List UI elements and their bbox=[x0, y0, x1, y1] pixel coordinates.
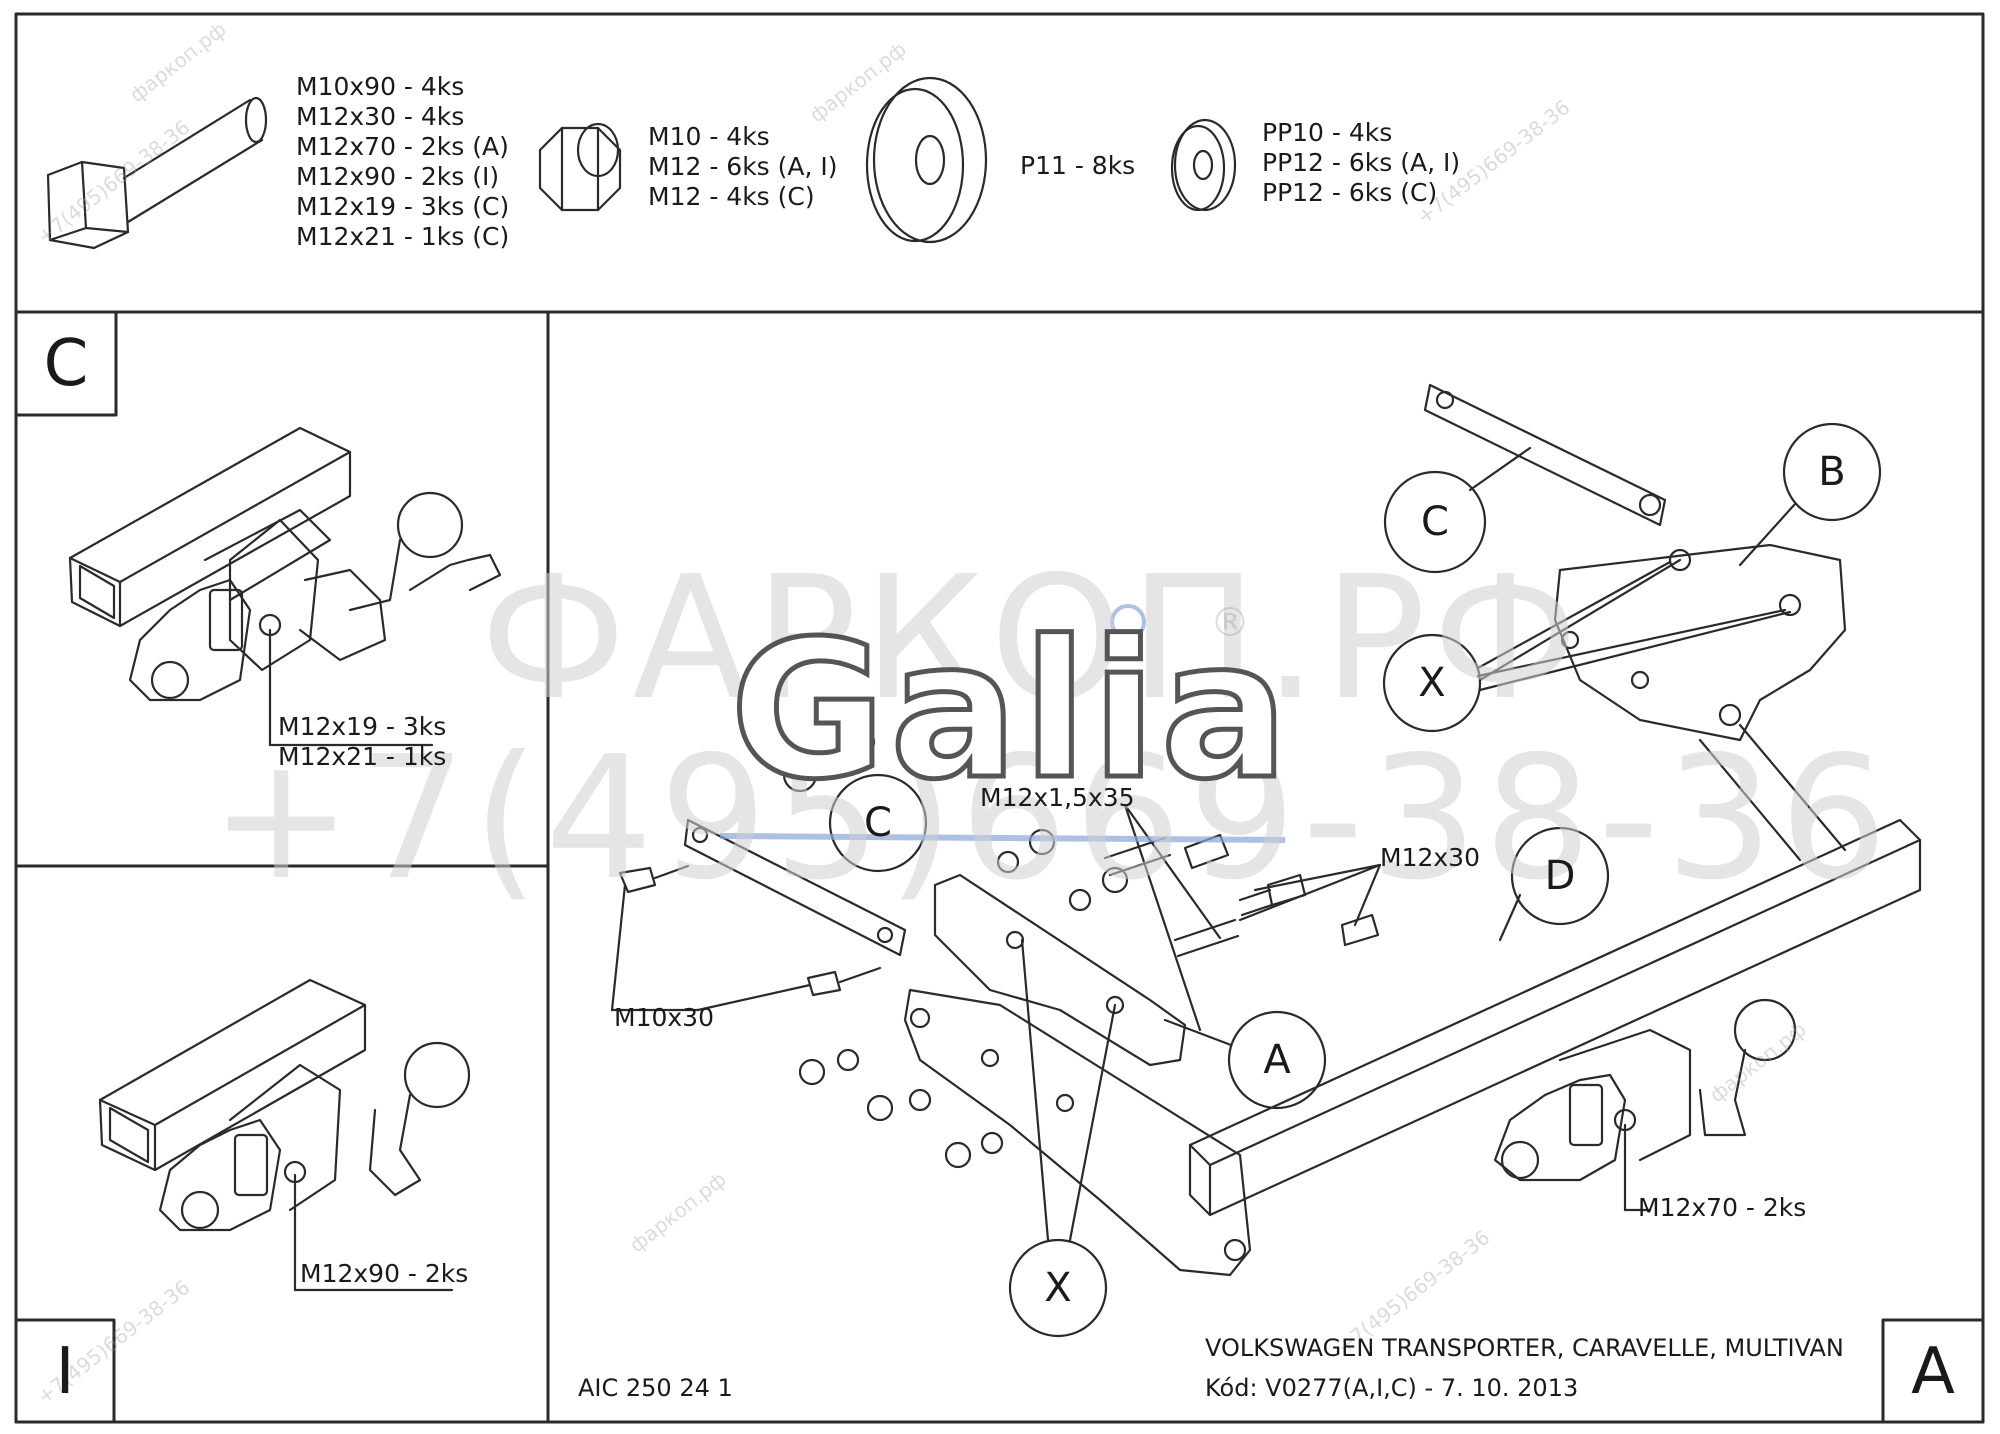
plate-washer-icon bbox=[865, 76, 988, 244]
circle-d-label: D bbox=[1544, 853, 1576, 899]
bolt-list: M10x90 - 4ks M12x30 - 4ks M12x70 - 2ks (… bbox=[296, 72, 509, 252]
variant-i-illustration bbox=[98, 978, 471, 1292]
nut-list: M10 - 4ks M12 - 6ks (A, I) M12 - 4ks (C) bbox=[648, 122, 838, 212]
variant-c-bolt-label: M12x21 - 1ks bbox=[278, 742, 447, 771]
circle-x-lower bbox=[1008, 1238, 1108, 1338]
watermark-big-phone: +7(495)669-38-36 bbox=[210, 720, 1894, 918]
nut-list-item: M12 - 4ks (C) bbox=[648, 182, 815, 211]
plate-washer-label: P11 - 8ks bbox=[1020, 151, 1136, 180]
spring-washer-list: PP10 - 4ks PP12 - 6ks (A, I) PP12 - 6ks … bbox=[1262, 118, 1460, 208]
spring-washer-list-item: PP10 - 4ks bbox=[1262, 118, 1393, 147]
callout-m12x30: M12x30 bbox=[1380, 843, 1480, 872]
spring-washer-list-item: PP12 - 6ks (A, I) bbox=[1262, 148, 1461, 177]
variant-i-letter: I bbox=[55, 1335, 75, 1409]
variant-c-bolt-label: M12x19 - 3ks bbox=[278, 712, 447, 741]
circle-d bbox=[1510, 826, 1610, 926]
bolt-list-item: M12x19 - 3ks (C) bbox=[296, 192, 510, 221]
drawing-code: Kód: V0277(A,I,C) - 7. 10. 2013 bbox=[1205, 1374, 1579, 1402]
bolt-list-item: M12x21 - 1ks (C) bbox=[296, 222, 510, 251]
bolt-list-item: M10x90 - 4ks bbox=[296, 72, 465, 101]
galia-logo: Galia bbox=[728, 598, 1293, 824]
logo-accent-line bbox=[719, 833, 1286, 843]
spring-washer-icon bbox=[1170, 118, 1237, 212]
nut-list-item: M12 - 6ks (A, I) bbox=[648, 152, 838, 181]
spring-washer-list-item: PP12 - 6ks (C) bbox=[1262, 178, 1438, 207]
circle-c-lower-label: C bbox=[864, 800, 892, 846]
variant-c-bolt-labels: M12x19 - 3ks M12x21 - 1ks bbox=[278, 712, 446, 772]
main-assembly bbox=[610, 383, 1922, 1277]
variant-a-letter: A bbox=[1911, 1335, 1955, 1409]
article-number: AIC 250 24 1 bbox=[578, 1374, 733, 1402]
circle-x-lower-label: X bbox=[1044, 1265, 1072, 1311]
circle-c-upper-label: C bbox=[1421, 499, 1449, 545]
logo-accent-dot bbox=[1110, 604, 1146, 640]
variant-c-illustration bbox=[68, 426, 502, 747]
circle-a bbox=[1227, 1010, 1327, 1110]
logo-registered-mark: ® bbox=[1210, 600, 1250, 646]
nut-icon bbox=[538, 122, 622, 212]
bolt-list-item: M12x90 - 2ks (I) bbox=[296, 162, 500, 191]
watermark-big-name: ФАРКОП.РФ bbox=[480, 540, 1585, 738]
circle-c-lower bbox=[828, 773, 928, 873]
callout-m12x1-5x35: M12x1,5x35 bbox=[980, 783, 1135, 812]
outer-frame bbox=[14, 12, 1985, 1424]
corner-box-i bbox=[14, 1318, 116, 1424]
nut-list-item: M10 - 4ks bbox=[648, 122, 770, 151]
vehicle-title: VOLKSWAGEN TRANSPORTER, CARAVELLE, MULTI… bbox=[1205, 1334, 1844, 1362]
callout-m12x70: M12x70 - 2ks bbox=[1638, 1193, 1807, 1222]
corner-box-c bbox=[14, 310, 118, 417]
bolt-icon bbox=[46, 96, 268, 250]
variant-i-bolt-label: M12x90 - 2ks bbox=[300, 1259, 469, 1288]
bolt-list-item: M12x30 - 4ks bbox=[296, 102, 465, 131]
circle-b-label: B bbox=[1818, 449, 1846, 495]
circle-a-label: A bbox=[1263, 1037, 1291, 1083]
circle-b bbox=[1782, 422, 1882, 522]
variant-c-letter: C bbox=[43, 327, 89, 401]
circle-x-upper bbox=[1382, 633, 1482, 733]
corner-box-a bbox=[1881, 1318, 1985, 1424]
circle-c-upper bbox=[1383, 470, 1487, 574]
bolt-list-item: M12x70 - 2ks (A) bbox=[296, 132, 509, 161]
circle-x-upper-label: X bbox=[1418, 660, 1446, 706]
callout-m10x30: M10x30 bbox=[614, 1003, 714, 1032]
